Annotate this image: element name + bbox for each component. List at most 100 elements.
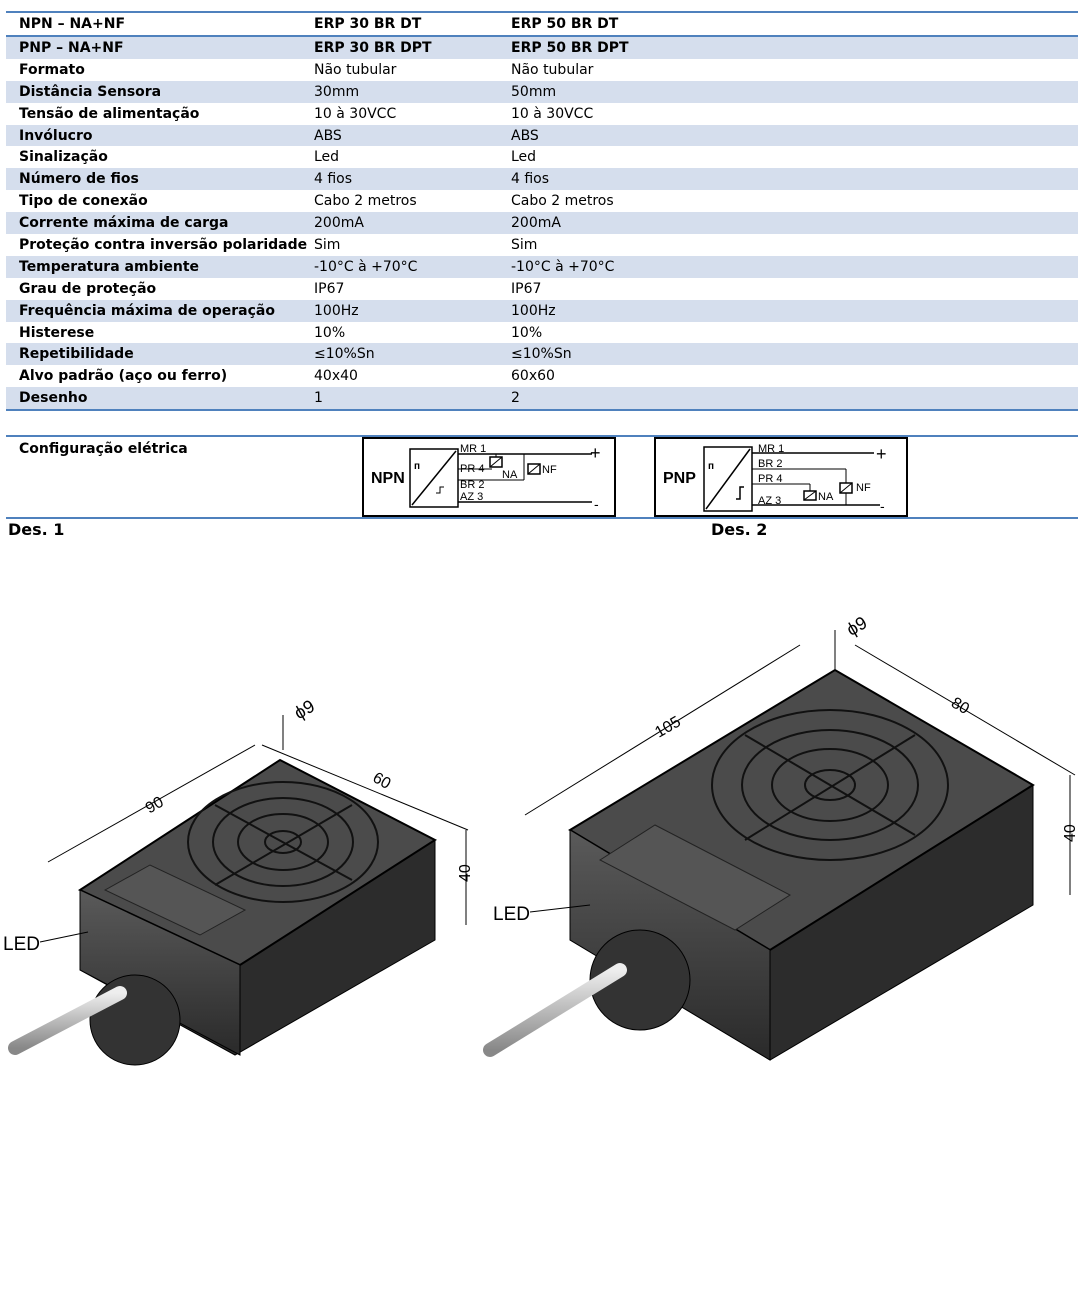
model-2-value: 10 à 30VCC [511, 105, 594, 122]
model-2-value: 200mA [511, 215, 561, 232]
spec-label: Distância Sensora [19, 83, 162, 100]
dim-hole-2: ϕ9 [843, 612, 870, 639]
sensor-1-drawing: 90 60 40 ϕ9 LED [3, 696, 474, 1066]
spec-label: Frequência máxima de operação [19, 302, 275, 319]
dim-hole-1: ϕ9 [291, 696, 318, 723]
table-row: NPN – NA+NF ERP 30 BR DT ERP 50 BR DT [6, 13, 1078, 37]
spec-label: Histerese [19, 324, 95, 341]
electrical-config-section: Configuração elétrica [6, 435, 1078, 519]
model-2-value: 4 fios [511, 171, 550, 188]
table-row: Distância Sensora 30mm 50mm [6, 80, 1078, 103]
model-1-value: 10% [314, 324, 346, 341]
model-2-value: ERP 50 BR DT [511, 16, 619, 32]
model-2-value: ≤10%Sn [511, 346, 572, 363]
model-1-value: Sim [314, 237, 341, 254]
model-2-value: Cabo 2 metros [511, 193, 614, 210]
wire-label: PR 4 [758, 473, 782, 485]
spec-label: Formato [19, 61, 85, 78]
model-2-value: -10°C à +70°C [511, 258, 615, 275]
dim-width-1: 60 [370, 769, 394, 793]
model-1-value: ERP 30 BR DT [314, 16, 422, 32]
spec-label: Proteção contra inversão polaridade [19, 237, 308, 254]
npn-wiring-diagram: NPN ᴨ MR 1 PR 4 BR 2 AZ 3 NA NF + - [362, 437, 616, 517]
model-2-value: 10% [511, 324, 543, 341]
model-1-value: Não tubular [314, 61, 397, 78]
model-1-value: ≤10%Sn [314, 346, 375, 363]
model-1-value: 40x40 [314, 368, 358, 385]
wire-label: BR 2 [460, 479, 484, 491]
model-1-value: 200mA [314, 215, 364, 232]
pnp-label: PNP [663, 470, 696, 487]
nf-label: NF [542, 464, 557, 476]
wire-label: AZ 3 [460, 491, 483, 503]
model-2-value: Sim [511, 237, 538, 254]
table-row: Desenho 1 2 [6, 387, 1078, 410]
model-2-value: ABS [511, 127, 539, 144]
spec-label: Invólucro [19, 127, 93, 144]
drawing-1-label: Des. 1 [8, 520, 65, 539]
spec-label: Sinalização [19, 149, 108, 166]
drawing-2-label: Des. 2 [711, 520, 768, 539]
spec-label: Número de fios [19, 171, 139, 188]
spec-label: Repetibilidade [19, 346, 134, 363]
table-row: Tensão de alimentação 10 à 30VCC 10 à 30VC… [6, 103, 1078, 125]
model-1-value: 30mm [314, 83, 360, 100]
model-1-value: ERP 30 BR DPT [314, 40, 432, 56]
sensor-drawings: 90 60 40 ϕ9 LED 105 80 40 ϕ9 LED [3, 612, 1079, 1066]
na-label: NA [502, 469, 518, 481]
spec-label: Grau de proteção [19, 280, 157, 297]
spec-label: Desenho [19, 390, 88, 407]
model-2-value: ERP 50 BR DPT [511, 40, 629, 56]
minus-label: - [594, 496, 599, 512]
sensor-2-drawing: 105 80 40 ϕ9 LED [483, 612, 1079, 1061]
electrical-config-label: Configuração elétrica [19, 441, 188, 457]
minus-label: - [880, 498, 885, 514]
model-2-value: Led [511, 149, 537, 166]
model-2-value: 100Hz [511, 302, 556, 319]
model-2-value: Não tubular [511, 61, 594, 78]
plus-label: + [590, 443, 601, 463]
table-row: Frequência máxima de operação 100Hz 100Hz [6, 299, 1078, 322]
dim-length-2: 105 [652, 713, 684, 741]
spec-label: Corrente máxima de carga [19, 215, 229, 232]
dim-length-1: 90 [143, 794, 167, 818]
model-2-value: 60x60 [511, 368, 555, 385]
na-label: NA [818, 491, 834, 503]
svg-text:ᴨ: ᴨ [414, 461, 420, 472]
spec-label: Alvo padrão (aço ou ferro) [19, 368, 228, 385]
wire-label: MR 1 [758, 443, 784, 455]
dim-height-1: 40 [457, 864, 474, 882]
pnp-wiring-diagram: PNP ᴨ MR 1 BR 2 PR 4 AZ 3 NA NF + - [654, 437, 908, 517]
table-row: Histerese 10% 10% [6, 322, 1078, 344]
table-row: Formato Não tubular Não tubular [6, 59, 1078, 81]
model-1-value: 1 [314, 390, 323, 407]
model-1-value: -10°C à +70°C [314, 258, 418, 275]
svg-text:ᴨ: ᴨ [708, 461, 714, 472]
model-2-value: 2 [511, 390, 520, 407]
table-row: Repetibilidade ≤10%Sn ≤10%Sn [6, 343, 1078, 366]
led-label-2: LED [493, 904, 530, 925]
dim-height-2: 40 [1062, 824, 1079, 842]
wire-label: MR 1 [460, 443, 486, 455]
model-1-value: ABS [314, 127, 342, 144]
model-1-value: 100Hz [314, 302, 359, 319]
table-row: Corrente máxima de carga 200mA 200mA [6, 212, 1078, 235]
model-1-value: Cabo 2 metros [314, 193, 417, 210]
table-row: Sinalização Led Led [6, 146, 1078, 168]
spec-label: NPN – NA+NF [19, 16, 126, 32]
led-label-1: LED [3, 934, 40, 955]
model-1-value: Led [314, 149, 340, 166]
wire-label: BR 2 [758, 458, 782, 470]
npn-label: NPN [371, 470, 405, 487]
model-2-value: 50mm [511, 83, 557, 100]
spec-label: Temperatura ambiente [19, 258, 200, 275]
spec-label: Tensão de alimentação [19, 105, 200, 122]
model-1-value: 10 à 30VCC [314, 105, 397, 122]
plus-label: + [876, 444, 887, 464]
